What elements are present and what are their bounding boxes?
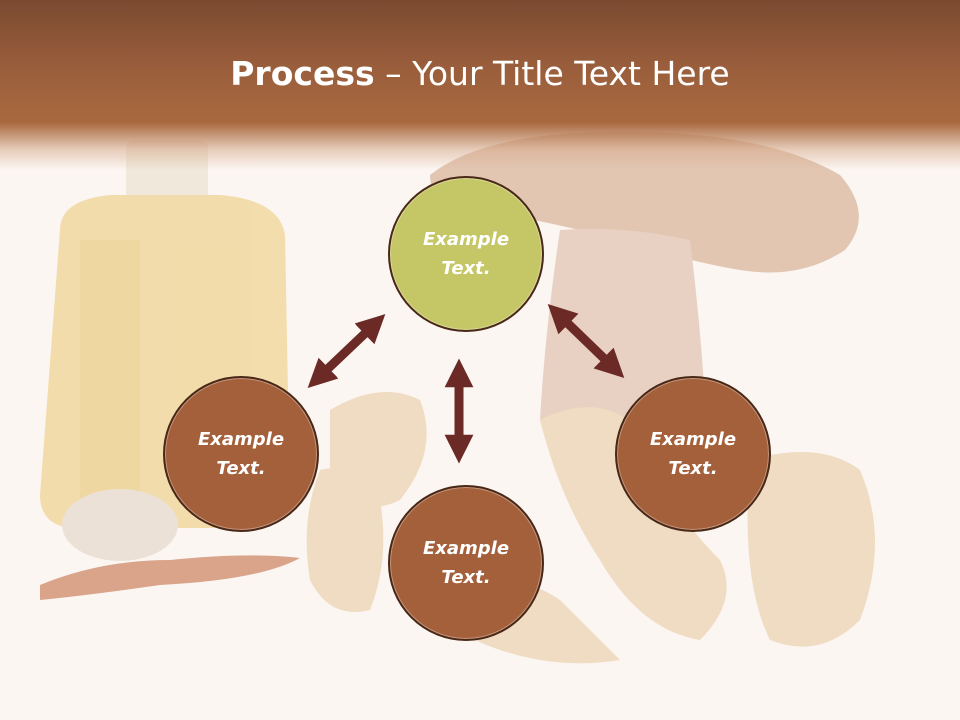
arrow-top-right — [547, 303, 625, 379]
chili-image — [40, 555, 300, 600]
process-node-left[interactable]: Example Text. — [163, 376, 319, 532]
node-top-label: Example Text. — [422, 229, 510, 279]
header-band — [0, 0, 960, 170]
title-rest: – Your Title Text Here — [374, 54, 730, 93]
arrow-top-left — [307, 314, 386, 388]
chanterelles-image — [306, 392, 875, 664]
node-left-label: Example Text. — [197, 429, 285, 479]
node-right-label: Example Text. — [649, 429, 737, 479]
process-node-right[interactable]: Example Text. — [615, 376, 771, 532]
title-bold: Process — [230, 54, 375, 93]
process-node-top[interactable]: Example Text. — [388, 176, 544, 332]
garlic-image — [62, 489, 178, 561]
slide-title[interactable]: Process – Your Title Text Here — [0, 52, 960, 96]
process-node-bottom[interactable]: Example Text. — [388, 485, 544, 641]
node-bottom-label: Example Text. — [422, 538, 510, 588]
